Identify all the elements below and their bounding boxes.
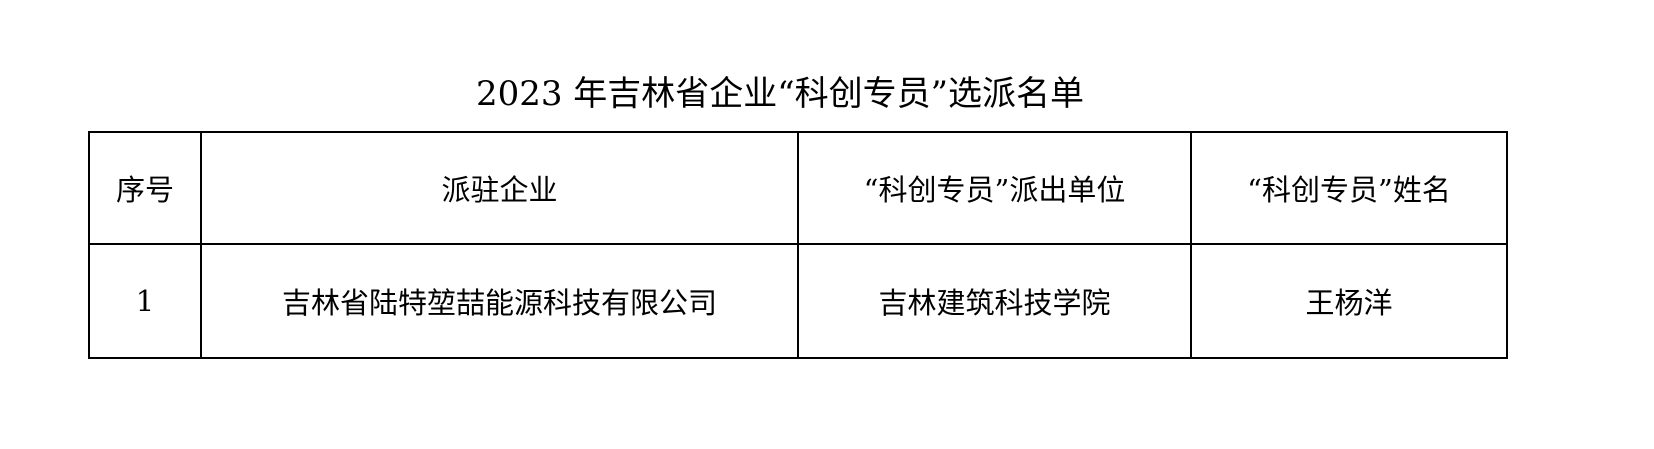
cell-index: 1 <box>88 243 202 359</box>
header-index: 序号 <box>88 131 202 245</box>
document-title: 2023 年吉林省企业“科创专员”选派名单 <box>475 74 1085 114</box>
table-header-row: 序号 派驻企业 “科创专员”派出单位 “科创专员”姓名 <box>88 131 1508 245</box>
assignment-table: 序号 派驻企业 “科创专员”派出单位 “科创专员”姓名 1 吉林省陆特堃喆能源科… <box>88 131 1508 359</box>
cell-enterprise: 吉林省陆特堃喆能源科技有限公司 <box>200 243 799 359</box>
header-specialist-name: “科创专员”姓名 <box>1190 131 1508 245</box>
cell-specialist-name: 王杨洋 <box>1190 243 1508 359</box>
cell-dispatch-unit: 吉林建筑科技学院 <box>797 243 1192 359</box>
header-enterprise: 派驻企业 <box>200 131 799 245</box>
table-row: 1 吉林省陆特堃喆能源科技有限公司 吉林建筑科技学院 王杨洋 <box>88 243 1508 359</box>
header-dispatch-unit: “科创专员”派出单位 <box>797 131 1192 245</box>
